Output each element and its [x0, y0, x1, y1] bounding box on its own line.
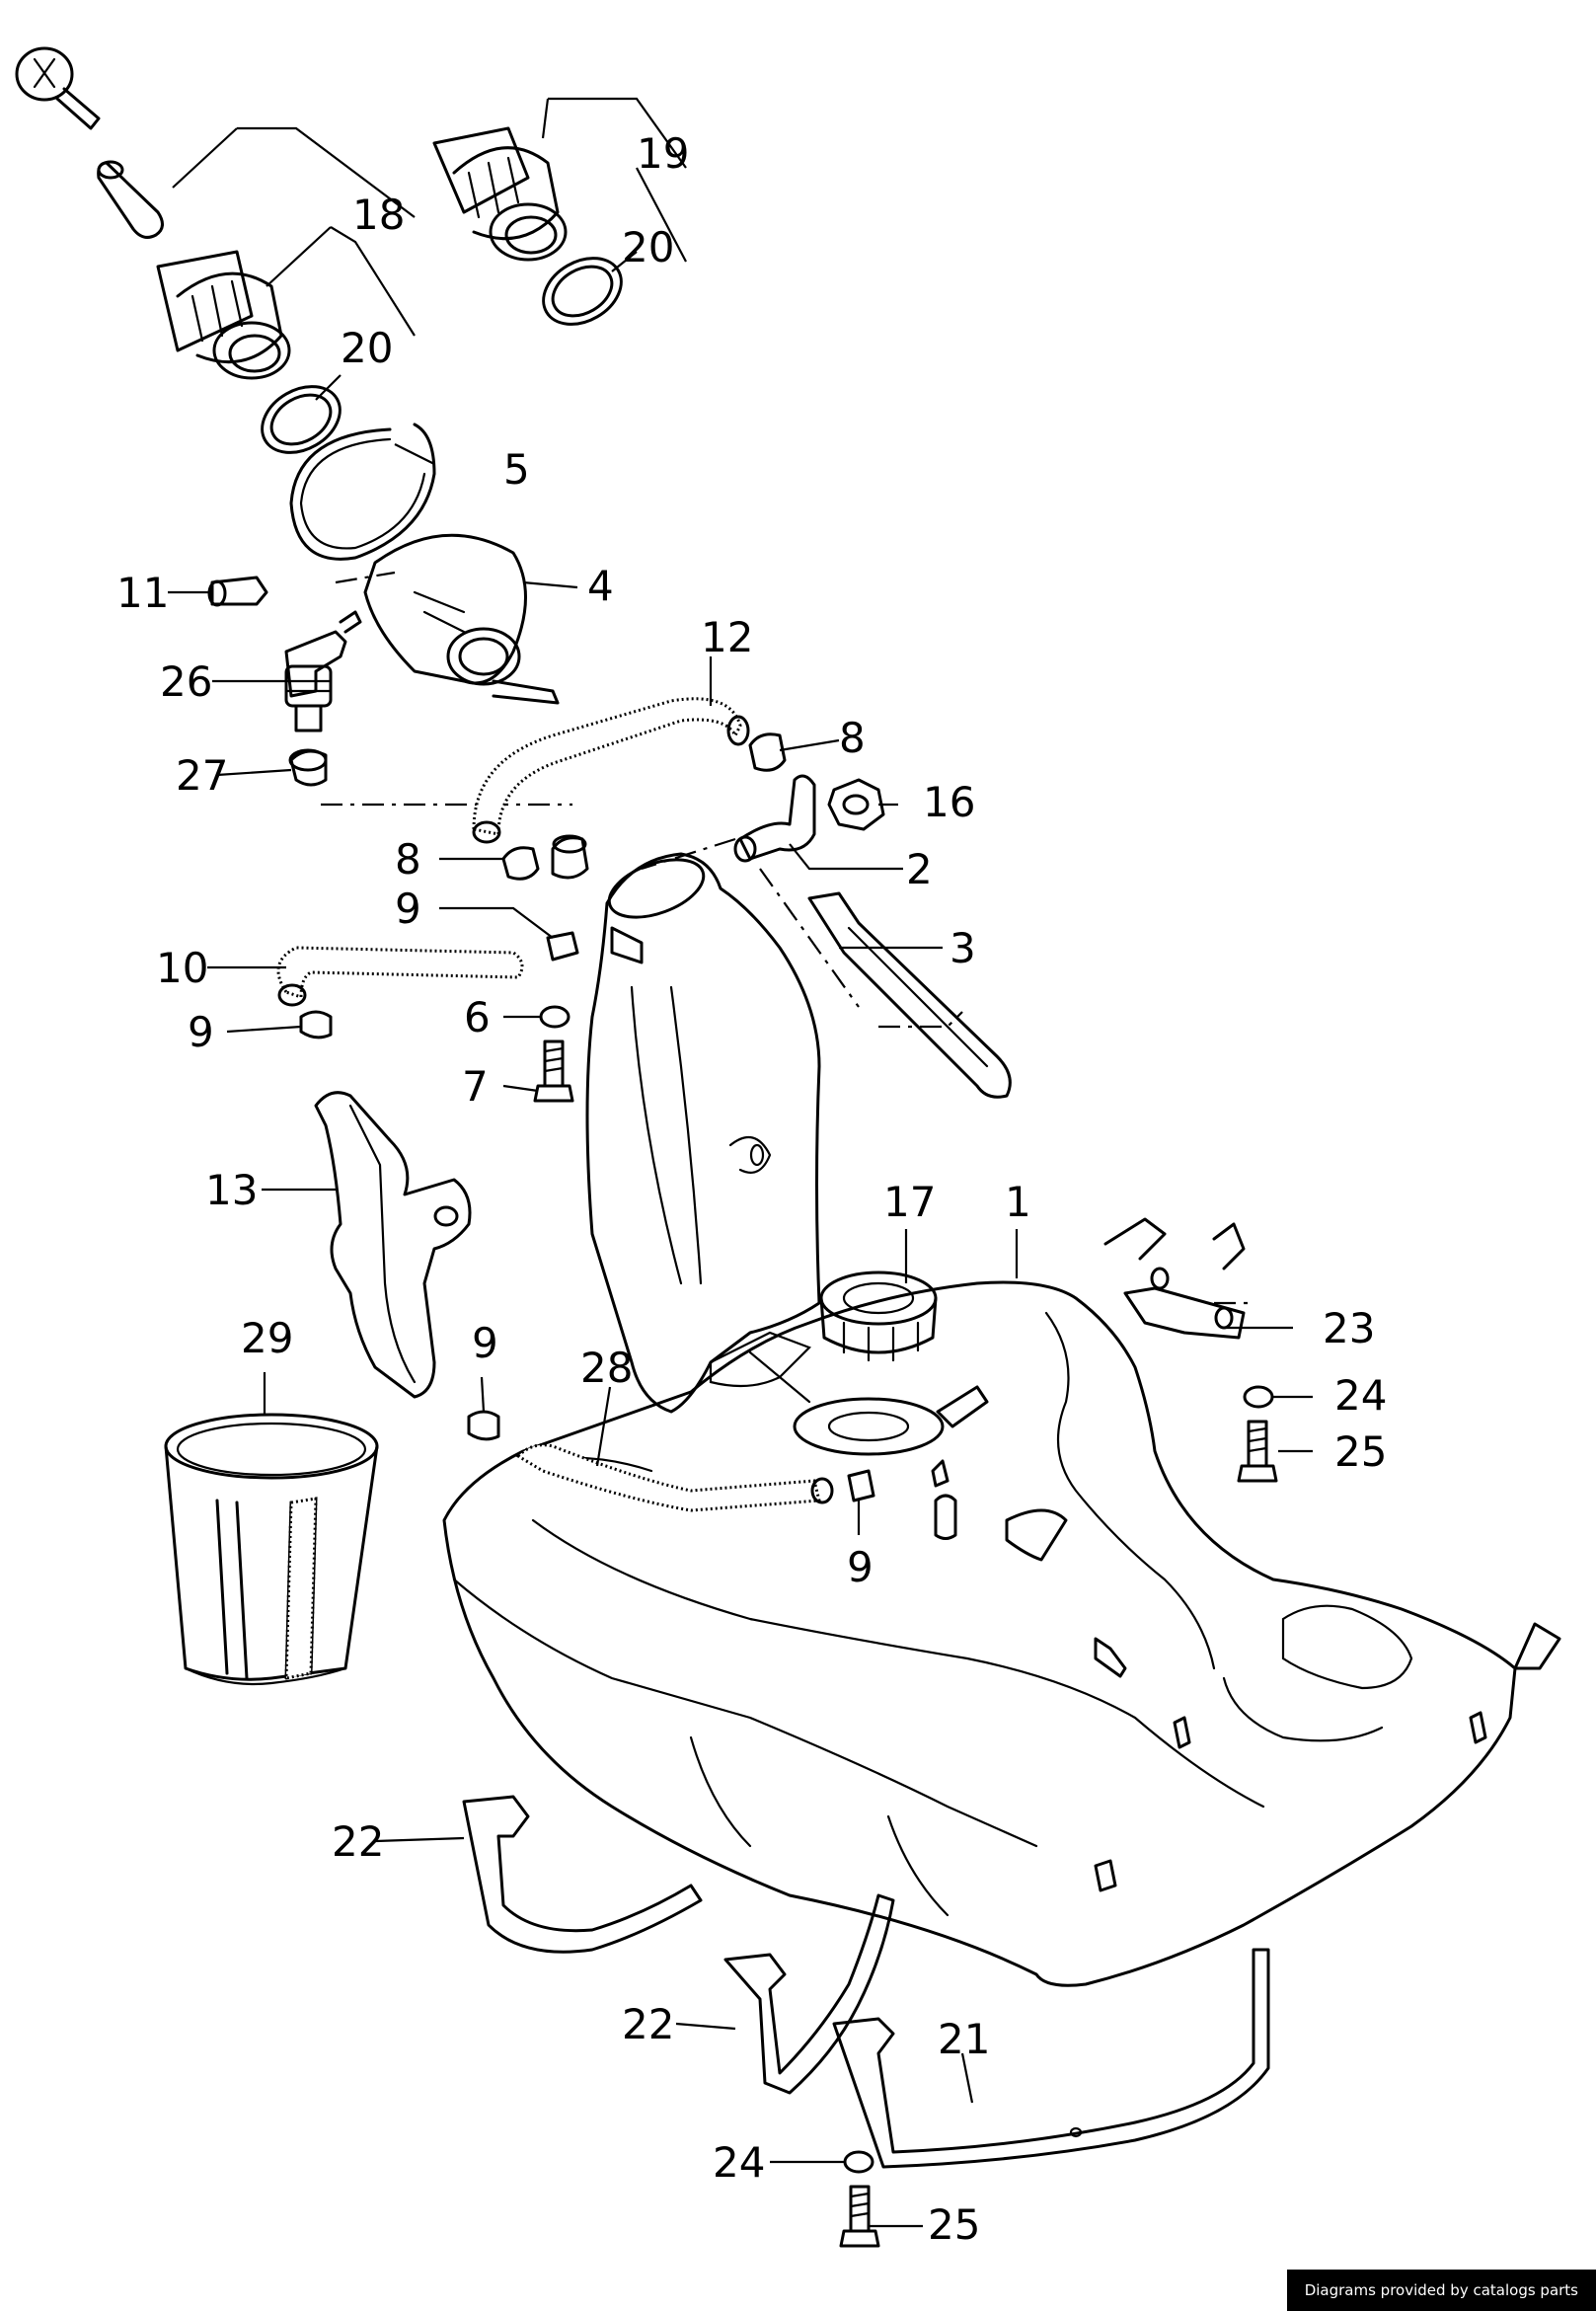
- clip-9b-drawing: [299, 1010, 333, 1040]
- lock-cylinder-drawing: [97, 160, 164, 239]
- tank-sender-flange-drawing: [709, 1331, 989, 1456]
- part-label-24b: 24: [713, 2138, 765, 2187]
- bracket-23-drawing: [1103, 1217, 1246, 1340]
- seal-ring-20a-drawing: [261, 385, 342, 454]
- protective-sleeve-29-drawing: [164, 1413, 379, 1686]
- washer-24b-drawing: [843, 2150, 874, 2174]
- part-labels: 18 19 20 20 5 4 11 26 27 12 8 16 2 3 8 9…: [116, 129, 1387, 2249]
- part-label-29: 29: [241, 1314, 293, 1362]
- part-label-20b: 20: [622, 223, 674, 271]
- valve-26-drawing: [284, 610, 362, 732]
- part-label-23: 23: [1323, 1304, 1375, 1352]
- sender-rod-3-drawing: [807, 891, 1012, 1099]
- plug-11-drawing: [207, 576, 268, 607]
- part-label-8b: 8: [395, 835, 421, 884]
- fuel-tank-1-drawing: [442, 1280, 1561, 1987]
- part-label-1: 1: [1005, 1178, 1031, 1226]
- key-drawing: [15, 46, 101, 130]
- credit-banner: Diagrams provided by catalogs parts: [1286, 2270, 1596, 2311]
- retaining-ring-5-drawing: [289, 423, 436, 561]
- bolt-25a-drawing: [1237, 1420, 1278, 1483]
- part-label-7: 7: [462, 1062, 489, 1111]
- elbow-2-drawing: [733, 774, 816, 863]
- part-label-9d: 9: [847, 1543, 874, 1591]
- part-label-13: 13: [205, 1166, 258, 1214]
- part-label-22b: 22: [622, 2000, 674, 2048]
- nut-16-drawing: [827, 778, 885, 831]
- part-label-22a: 22: [332, 1817, 384, 1866]
- clip-9c-drawing: [467, 1410, 500, 1441]
- seal-ring-20b-drawing: [542, 257, 623, 326]
- part-label-8a: 8: [839, 714, 866, 762]
- heat-shield-13-drawing: [314, 1091, 472, 1399]
- filler-cap-19-drawing: [432, 126, 568, 262]
- strap-21-drawing: [832, 1948, 1270, 2169]
- part-label-27: 27: [176, 751, 228, 800]
- part-label-2: 2: [906, 845, 933, 893]
- part-label-5: 5: [503, 445, 530, 494]
- part-label-12: 12: [701, 613, 753, 661]
- leader-lines: [168, 97, 1313, 2228]
- hose-10-drawing: [276, 946, 524, 1007]
- grommet-near-8-drawing: [551, 834, 589, 880]
- part-label-20a: 20: [341, 324, 393, 372]
- part-label-11: 11: [116, 569, 169, 617]
- clip-9d-drawing: [847, 1469, 875, 1502]
- cap-8b-drawing: [748, 732, 787, 772]
- hose-28-drawing: [515, 1443, 834, 1512]
- strap-22b-drawing: [723, 1893, 895, 2095]
- part-label-6: 6: [464, 993, 491, 1041]
- clip-9a-drawing: [546, 931, 579, 962]
- part-label-9b: 9: [188, 1008, 214, 1056]
- filler-pipe-drawing: [585, 852, 821, 1414]
- nut-ring-17-drawing: [819, 1271, 938, 1362]
- grommet-27-drawing: [288, 748, 328, 787]
- part-label-25b: 25: [928, 2200, 980, 2249]
- valve-small-drawing: [934, 1494, 957, 1540]
- filler-neck-4-drawing: [363, 533, 560, 705]
- part-label-9a: 9: [395, 885, 421, 933]
- washer-24a-drawing: [1243, 1385, 1274, 1409]
- part-label-16: 16: [923, 778, 975, 826]
- bolt-25b-drawing: [839, 2185, 880, 2248]
- part-label-25a: 25: [1334, 1427, 1387, 1476]
- washer-6-drawing: [539, 1005, 570, 1029]
- part-label-18: 18: [352, 191, 405, 239]
- part-label-26: 26: [160, 657, 212, 706]
- filler-cap-18-drawing: [156, 250, 291, 380]
- strap-22a-drawing: [462, 1795, 703, 1954]
- part-label-10: 10: [156, 944, 208, 992]
- part-label-4: 4: [587, 562, 614, 610]
- part-label-28: 28: [580, 1344, 633, 1392]
- breather-hose-12-drawing: [472, 697, 750, 844]
- part-label-21: 21: [938, 2015, 990, 2063]
- part-label-9c: 9: [472, 1319, 498, 1367]
- bolt-7-drawing: [533, 1040, 574, 1103]
- clip-8a-drawing: [501, 846, 540, 881]
- part-label-24a: 24: [1334, 1371, 1387, 1420]
- part-label-3: 3: [950, 924, 976, 972]
- part-label-19: 19: [637, 129, 689, 178]
- part-label-17: 17: [883, 1178, 936, 1226]
